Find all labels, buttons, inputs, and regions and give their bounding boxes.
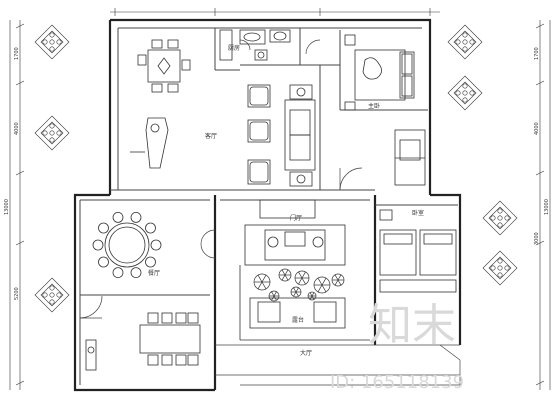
dining-chair — [150, 239, 162, 251]
diamond-tile — [447, 75, 483, 111]
label-bedroom: 卧室 — [412, 209, 424, 217]
dim-left-2: 4000 — [14, 122, 20, 135]
master-wardrobe — [394, 129, 426, 186]
watermark-brand: 知末 — [368, 300, 456, 351]
left-dimension-lines — [9, 20, 25, 390]
tea-table-set — [137, 39, 191, 93]
dining-chair — [145, 256, 156, 268]
exterior-walls — [73, 18, 462, 392]
diamond-tile — [482, 250, 518, 286]
label-kitchen: 厨房 — [228, 44, 240, 52]
diamond-tile — [34, 277, 70, 313]
dim-right-3: 13000 — [544, 199, 550, 215]
right-dimension-lines — [535, 20, 551, 390]
lobby-plants — [253, 268, 345, 302]
label-master-bedroom: 主卧 — [368, 102, 380, 110]
top-dimension-line — [110, 8, 440, 16]
diamond-tile — [34, 24, 70, 60]
dining-chair — [130, 267, 142, 279]
interior-walls — [79, 27, 458, 385]
long-dining-table — [85, 312, 201, 371]
dining-chair — [92, 239, 104, 251]
dining-chair — [112, 267, 124, 279]
dining-chair — [98, 256, 109, 268]
dining-chair — [98, 222, 109, 234]
diamond-tile — [482, 200, 518, 236]
decorative-diamond-tiles — [34, 24, 518, 313]
lobby-furniture — [239, 199, 370, 341]
label-living-room: 客厅 — [205, 132, 217, 140]
round-dining-table — [104, 222, 150, 268]
label-entry: 门厅 — [290, 214, 302, 222]
label-dining: 餐厅 — [148, 269, 160, 277]
living-room-sofa-set — [247, 84, 316, 187]
dim-right-4: 3000 — [534, 232, 540, 245]
bathroom-fixtures — [219, 29, 291, 61]
watermark-id: ID: 165118139 — [330, 372, 464, 393]
label-lobby: 大厅 — [300, 349, 312, 357]
dining-chair — [130, 211, 142, 223]
diamond-tile — [447, 24, 483, 60]
terrace-lines — [215, 344, 461, 386]
dim-right-1: 1700 — [534, 47, 540, 60]
round-table-chairs — [92, 211, 162, 279]
dining-chair — [112, 211, 124, 223]
desk-object — [130, 117, 169, 169]
dim-left-4: 5200 — [14, 287, 20, 300]
dining-chair — [145, 222, 156, 234]
label-terrace: 露台 — [292, 316, 304, 324]
dim-left-3: 13000 — [4, 199, 10, 215]
door-swings — [79, 39, 363, 319]
second-bedroom-beds — [379, 209, 457, 293]
master-bed — [344, 34, 415, 111]
diamond-tile — [34, 115, 70, 151]
dim-left-1: 1700 — [14, 47, 20, 60]
dim-right-2: 4000 — [534, 122, 540, 135]
